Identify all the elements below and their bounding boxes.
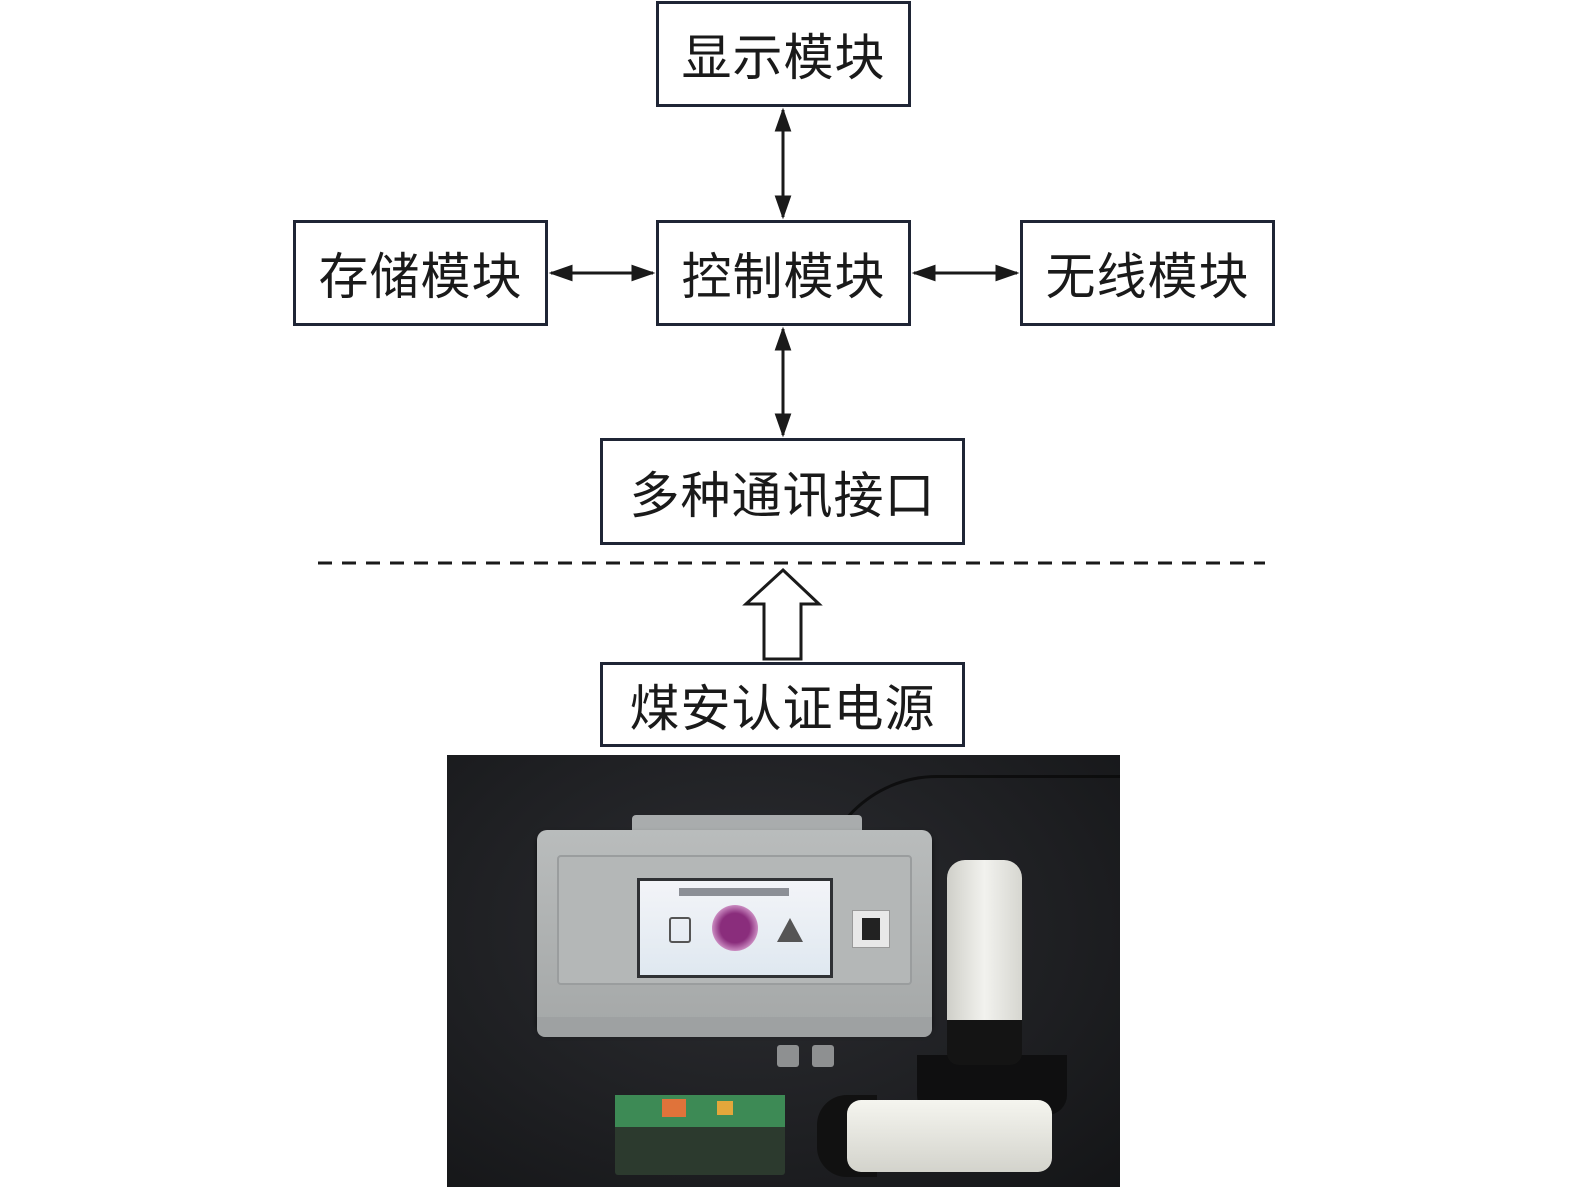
sensor-probe-vertical [947,860,1022,1050]
wireless-module-label: 无线模块 [1045,248,1250,306]
wireless-module-box: 无线模块 [1020,220,1275,326]
sensor-probe-horizontal [847,1100,1052,1172]
display-module-label: 显示模块 [681,29,886,87]
warning-icon [777,918,803,942]
comm-interface-label: 多种通讯接口 [629,466,936,525]
power-supply-box: 煤安认证电源 [600,662,965,747]
logo-icon [712,905,758,951]
power-supply-label: 煤安认证电源 [629,679,936,738]
hollow-up-arrow [742,567,823,661]
certification-mark-icon [862,918,880,940]
circuit-board-green-section [615,1095,785,1127]
device-photo [447,755,1120,1187]
storage-module-box: 存储模块 [293,220,548,326]
sensor-probe-cap [947,1020,1022,1065]
storage-module-label: 存储模块 [318,248,523,306]
terminal-block [662,1099,686,1117]
cable-gland [812,1045,834,1067]
screen-title-bar [679,888,789,896]
document-icon [669,917,691,943]
comm-interface-box: 多种通讯接口 [600,438,965,545]
terminal-block [717,1101,733,1115]
control-module-label: 控制模块 [681,248,886,306]
control-module-box: 控制模块 [656,220,911,326]
cable-gland [777,1045,799,1067]
display-module-box: 显示模块 [656,1,911,107]
enclosure-bottom-rail [537,1017,932,1037]
